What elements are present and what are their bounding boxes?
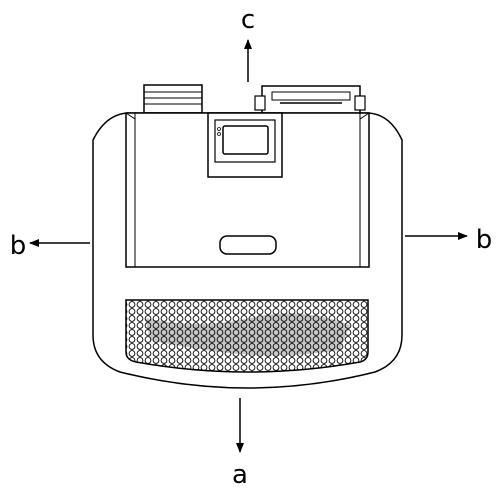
electrical-box bbox=[254, 85, 366, 115]
arrow-a: a bbox=[232, 398, 248, 490]
control-panel bbox=[207, 112, 283, 178]
display-screen bbox=[222, 125, 269, 155]
label-a: a bbox=[232, 460, 248, 490]
label-b-right: b bbox=[476, 225, 493, 255]
label-b-left: b bbox=[10, 231, 27, 261]
arrow-c: c bbox=[241, 5, 255, 82]
arrow-b-right: b bbox=[405, 225, 492, 255]
perforated-grille bbox=[125, 299, 369, 373]
arrow-b-left: b bbox=[10, 231, 90, 261]
duct-spigot-left bbox=[143, 84, 203, 114]
label-c: c bbox=[241, 5, 255, 35]
cover-handle bbox=[219, 235, 277, 255]
